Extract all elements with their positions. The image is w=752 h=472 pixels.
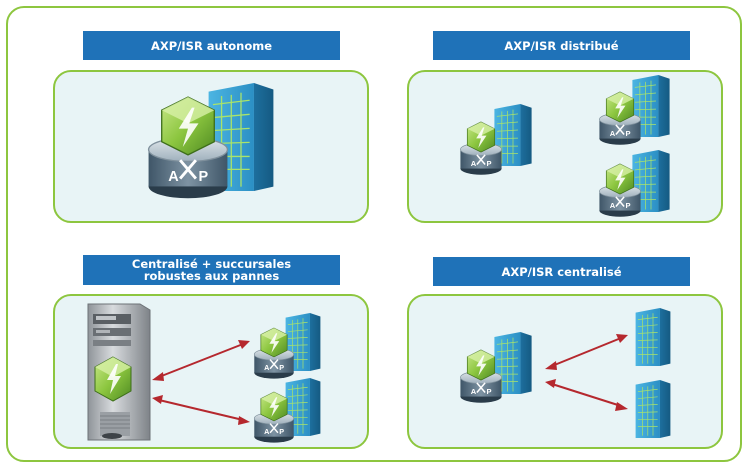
header-autonome: AXP/ISR autonome bbox=[83, 31, 340, 60]
header-distribue-text: AXP/ISR distribué bbox=[504, 38, 619, 53]
header-centralise-succursales: Centralisé + succursales robustes aux pa… bbox=[83, 255, 340, 285]
panel-distribue bbox=[407, 70, 723, 223]
diagram-frame bbox=[6, 6, 742, 462]
bidirectional-arrow-icon bbox=[545, 379, 628, 411]
header-centralise-text: AXP/ISR centralisé bbox=[501, 264, 622, 279]
header-centralise: AXP/ISR centralisé bbox=[433, 257, 690, 286]
header-centralise-line1: Centralisé + succursales bbox=[131, 257, 292, 271]
bidirectional-arrow-icon bbox=[545, 334, 628, 370]
bidirectional-arrow-icon bbox=[152, 340, 250, 381]
header-centralise-line2: robustes aux pannes bbox=[143, 269, 280, 283]
building-icon bbox=[635, 380, 671, 438]
building-icon bbox=[635, 308, 671, 366]
header-autonome-text: AXP/ISR autonome bbox=[150, 38, 273, 53]
bidirectional-arrow-icon bbox=[152, 395, 250, 425]
header-distribue: AXP/ISR distribué bbox=[433, 31, 690, 60]
server-tower-icon bbox=[87, 303, 151, 441]
